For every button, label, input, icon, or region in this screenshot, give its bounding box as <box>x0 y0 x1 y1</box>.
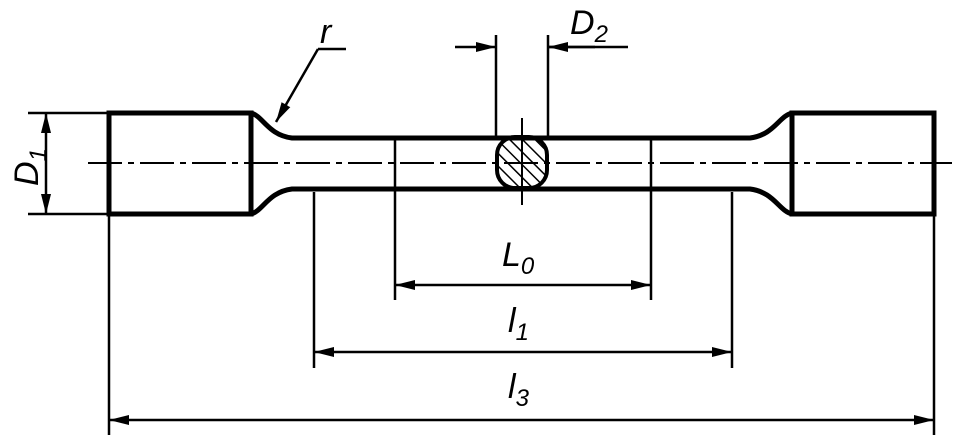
label-r: r <box>320 13 333 51</box>
dimension-d1 <box>28 111 109 216</box>
label-d2: D2 <box>570 4 608 48</box>
cross-section <box>495 118 549 205</box>
label-l3: l3 <box>508 368 530 412</box>
dimension-l0 <box>393 138 653 300</box>
label-l1: l1 <box>508 302 529 346</box>
radius-leader <box>274 47 346 123</box>
dimension-d2 <box>455 35 628 137</box>
dimension-l3 <box>107 216 936 435</box>
label-d1: D1 <box>8 148 52 186</box>
dimension-l1 <box>312 192 734 368</box>
label-l0: L0 <box>502 236 535 280</box>
